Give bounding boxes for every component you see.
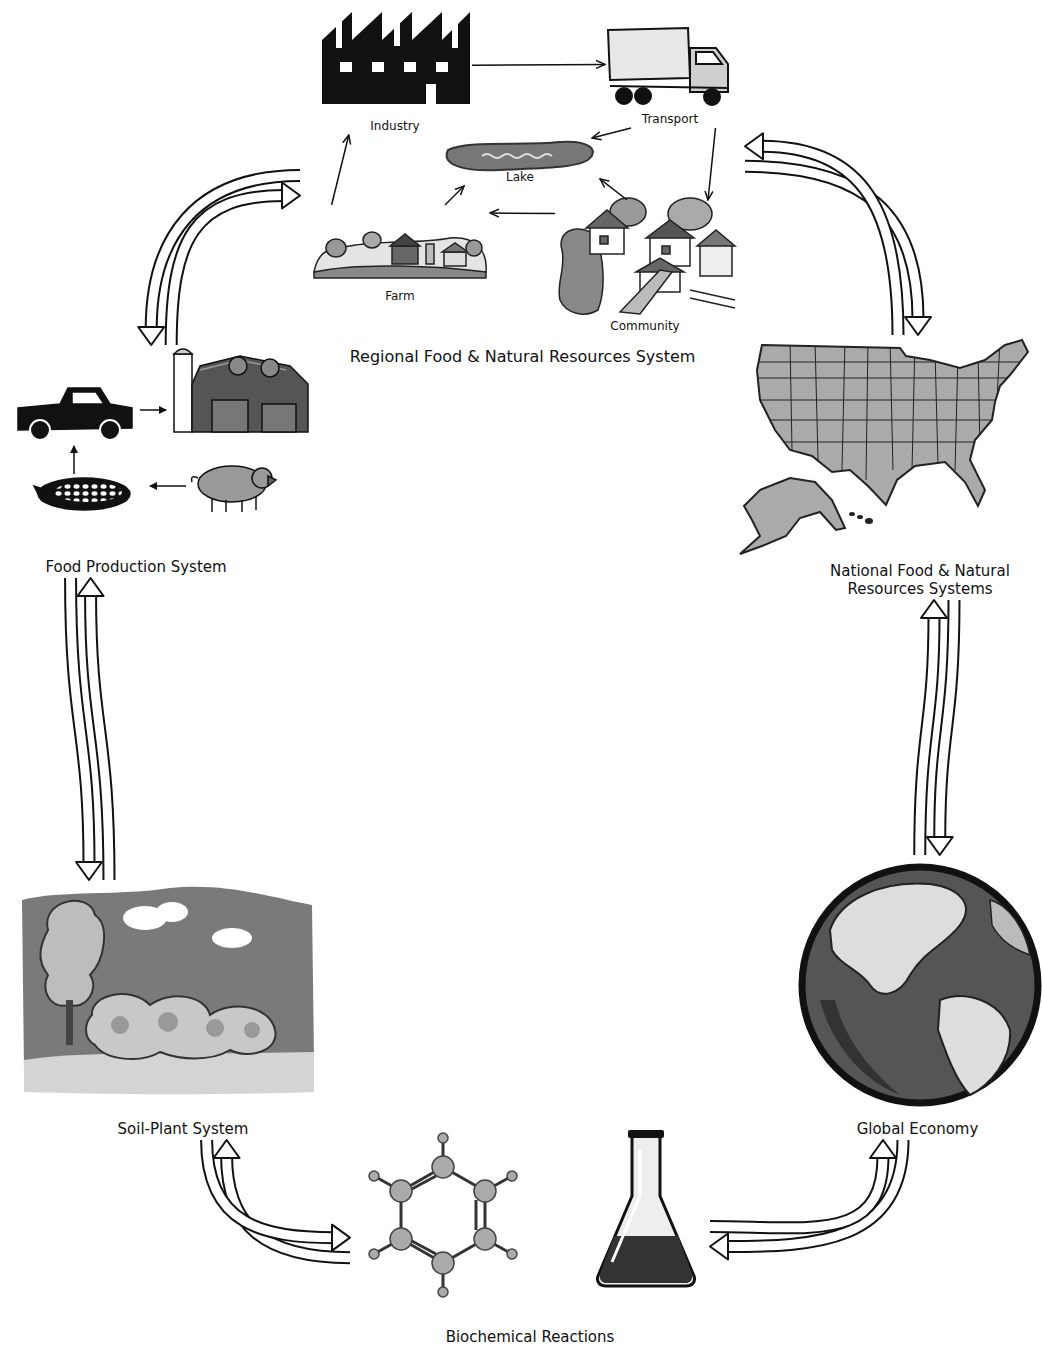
system-box: Biochemical Reactions <box>350 1125 710 1348</box>
system-group: Regional Food & Natural Resources System… <box>300 3 745 368</box>
node-label: Industry <box>370 119 419 133</box>
node-label: Soil-Plant System <box>118 1120 249 1138</box>
arrow-body <box>761 146 898 335</box>
cycle-arrow <box>207 1140 350 1258</box>
arrow-outline <box>761 146 898 335</box>
arrow-body <box>207 1140 334 1238</box>
arrow-line <box>600 179 627 200</box>
cycle-arrow <box>71 578 109 880</box>
node-label: Global Economy <box>857 1120 979 1138</box>
arrow-body <box>227 1156 350 1258</box>
arrow-line <box>592 128 631 138</box>
arrow-head <box>927 837 953 855</box>
system-box: Food Production System <box>10 345 262 578</box>
arrow-outline <box>920 616 934 855</box>
arrow-body <box>151 176 300 330</box>
arrow-body <box>920 616 934 855</box>
node-label: Regional Food & Natural Resources System <box>350 347 696 366</box>
system-box: National Food & Natural Resources System… <box>800 335 1040 600</box>
soil-plant-icon <box>22 887 314 1095</box>
arrow-head <box>745 133 763 159</box>
node-label-box: Community <box>555 200 735 335</box>
benzene-molecule <box>369 1133 517 1297</box>
flow-arrow <box>490 213 555 215</box>
factory-icon <box>322 12 470 104</box>
arrow-outline <box>207 1140 334 1238</box>
arrow-head <box>282 183 300 209</box>
system-box: Global Economy <box>795 855 1040 1140</box>
arrow-head <box>138 327 164 345</box>
cycle-arrow <box>710 1140 903 1260</box>
node-label: Lake <box>506 170 534 184</box>
cycle-arrow <box>745 133 931 335</box>
arrow-head <box>76 862 102 880</box>
node-label-box: Transport <box>605 22 735 128</box>
arrow-head <box>710 1234 728 1260</box>
arrow-head <box>870 1140 896 1158</box>
globe-icon <box>802 867 1038 1103</box>
arrow-outline <box>151 176 300 330</box>
system-box: Soil-Plant System <box>15 880 351 1140</box>
flow-arrow <box>332 135 349 205</box>
node-label: Community <box>610 319 679 333</box>
arrow-body <box>710 1156 883 1228</box>
arrow-head <box>921 600 947 618</box>
arrow-line <box>708 128 716 200</box>
food-production-icons <box>18 349 308 512</box>
arrow-outline <box>710 1156 883 1228</box>
arrow-line <box>445 186 464 205</box>
arrow-body <box>940 600 954 839</box>
lake-icon <box>447 142 593 171</box>
arrow-body <box>71 578 89 864</box>
arrow-line <box>332 135 349 205</box>
arrow-head <box>332 1225 350 1251</box>
cycle-arrow <box>138 176 300 346</box>
arrow-line <box>490 212 555 214</box>
arrow-head <box>905 317 931 335</box>
node-label: National Food & Natural Resources System… <box>813 562 1028 598</box>
community-icon <box>559 198 735 314</box>
node-label: Food Production System <box>45 558 226 576</box>
arrow-outline <box>940 600 954 839</box>
node-label-box: Farm <box>310 205 490 305</box>
node-label-box: Industry <box>318 8 472 135</box>
arrow-outline <box>227 1156 350 1258</box>
node-label: Biochemical Reactions <box>446 1328 615 1346</box>
arrow-outline <box>71 578 89 864</box>
flask-icon <box>597 1130 694 1286</box>
cycle-arrow <box>920 600 954 855</box>
truck-icon <box>608 28 728 105</box>
node-label: Transport <box>642 112 698 126</box>
flow-arrow <box>592 128 631 138</box>
us-map-icon <box>740 340 1030 554</box>
flow-arrow <box>708 128 716 200</box>
flow-arrow <box>472 64 605 66</box>
farm-icon <box>314 232 486 278</box>
arrow-line <box>472 64 605 66</box>
arrow-head <box>214 1140 240 1158</box>
flow-arrow <box>445 186 464 205</box>
arrow-head <box>78 578 104 596</box>
node-label-box: Lake <box>440 138 600 186</box>
node-label: Farm <box>385 289 415 303</box>
flow-arrow <box>600 179 627 200</box>
